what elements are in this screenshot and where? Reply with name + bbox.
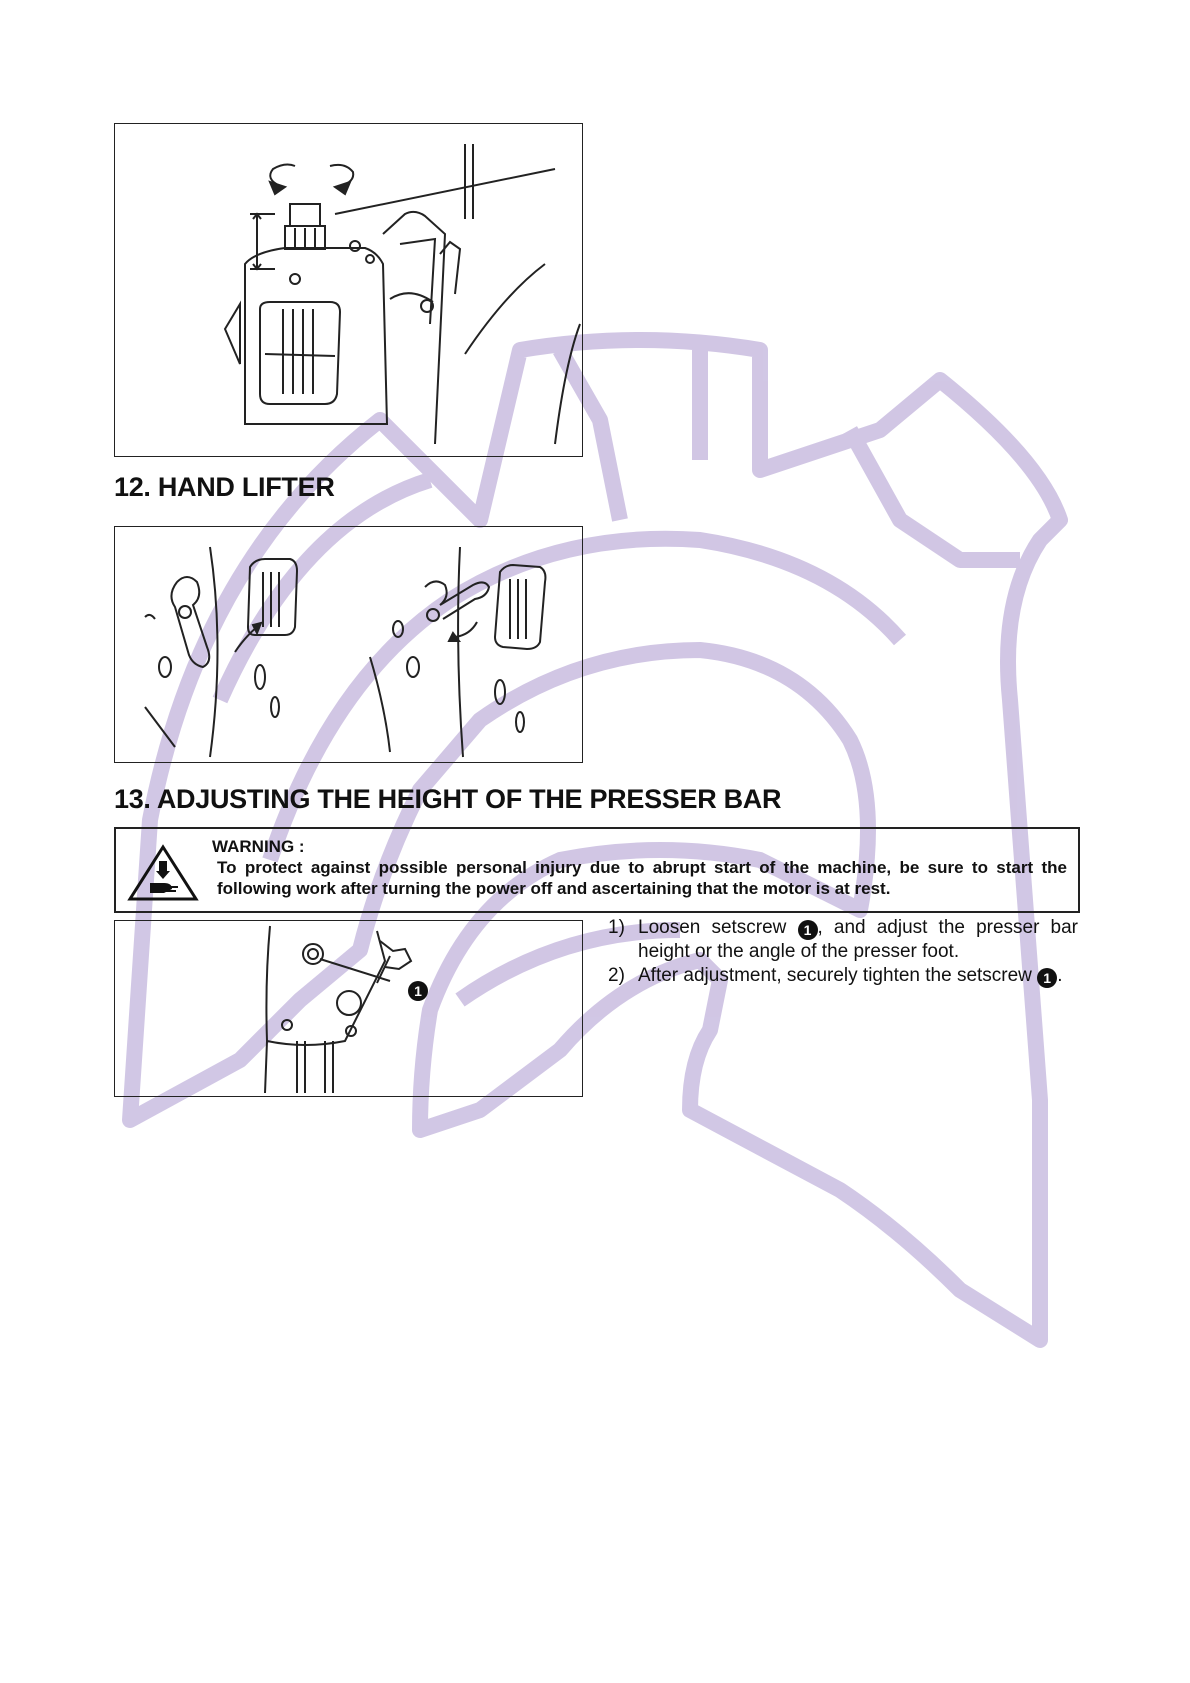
step-text-before: Loosen setscrew [638, 917, 798, 938]
step-text-after: , and adjust the presser bar height or t… [638, 917, 1078, 962]
warning-box: WARNING : To protect against possible pe… [114, 827, 1080, 913]
step-text-before: After adjustment, securely tighten the s… [638, 965, 1038, 986]
presser-regulator-figure [114, 123, 583, 457]
step-number: 1) [608, 917, 625, 938]
presser-regulator-illustration [223, 144, 581, 445]
warning-text: To protect against possible personal inj… [217, 858, 1067, 898]
step-text-after: . [1057, 965, 1063, 986]
step-1: 1) Loosen setscrew 1, and adjust the pre… [608, 916, 1078, 964]
hand-caution-icon [127, 844, 199, 901]
steps-list: 1) Loosen setscrew 1, and adjust the pre… [608, 916, 1078, 988]
step-2: 2) After adjustment, securely tighten th… [608, 964, 1078, 988]
numbered-callout-icon: 1 [797, 920, 818, 940]
presser-bar-figure: 1 [114, 920, 583, 1097]
hand-lifter-figure [114, 526, 583, 763]
numbered-callout-icon: 1 [1037, 968, 1058, 988]
section-13-heading: 13. ADJUSTING THE HEIGHT OF THE PRESSER … [114, 784, 782, 814]
numbered-callout-icon: 1 [408, 981, 428, 1001]
warning-title: WARNING : [212, 837, 305, 856]
presser-bar-illustration [264, 925, 413, 1094]
section-12-heading: 12. HAND LIFTER [114, 472, 335, 502]
hand-lifter-illustration [144, 546, 547, 758]
step-number: 2) [608, 965, 625, 986]
